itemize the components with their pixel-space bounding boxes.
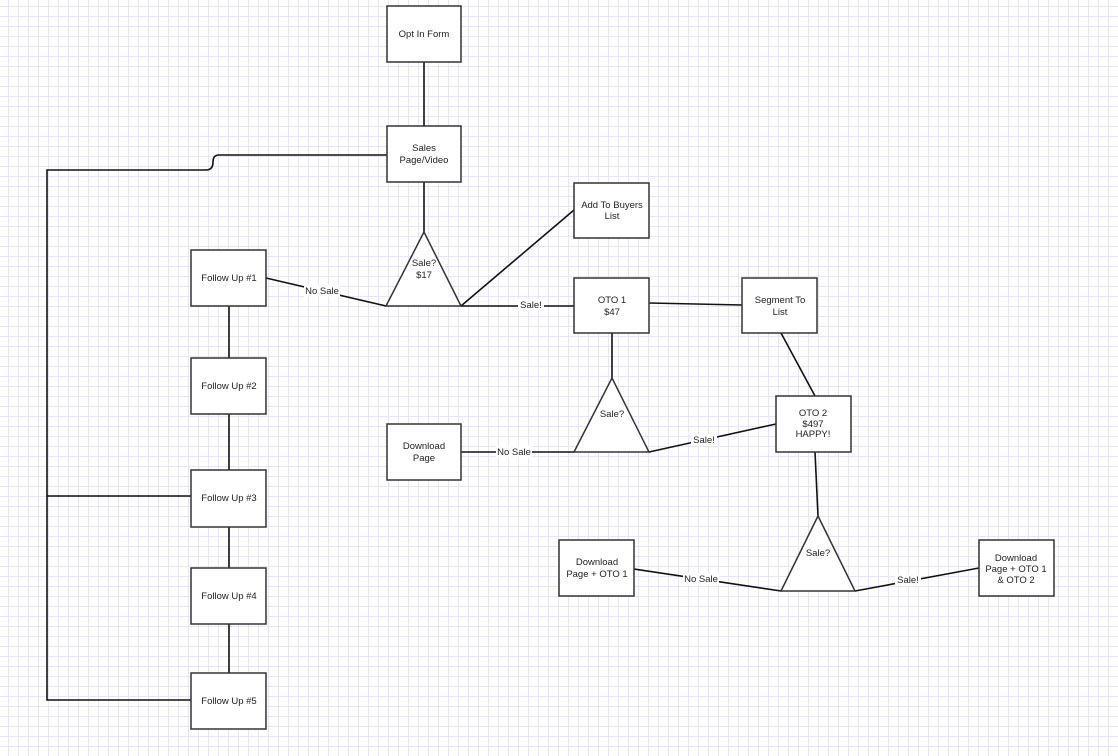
svg-text:$47: $47 — [604, 307, 620, 318]
svg-text:Page/Video: Page/Video — [400, 155, 449, 166]
svg-text:OTO 2: OTO 2 — [799, 408, 827, 419]
node-follow-up-3[interactable]: Follow Up #3 — [190, 469, 267, 528]
svg-text:Page + OTO 1: Page + OTO 1 — [566, 569, 627, 580]
edge-oto2-decision3 — [814, 451, 819, 517]
node-follow-up-4[interactable]: Follow Up #4 — [190, 567, 267, 625]
edge-label-sale: Sale! — [693, 435, 715, 446]
svg-text:OTO 1: OTO 1 — [598, 295, 626, 306]
node-follow-up-5[interactable]: Follow Up #5 — [190, 672, 267, 730]
svg-text:Sale?: Sale? — [806, 548, 830, 559]
svg-text:Sale?: Sale? — [412, 258, 436, 269]
connectors — [46, 62, 980, 701]
edge-label-no-sale: No Sale — [684, 574, 718, 585]
svg-text:List: List — [773, 307, 788, 318]
svg-text:Page + OTO 1: Page + OTO 1 — [985, 564, 1046, 575]
svg-text:Follow Up #3: Follow Up #3 — [201, 493, 256, 504]
svg-text:& OTO 2: & OTO 2 — [997, 575, 1034, 586]
edge-label-no-sale: No Sale — [305, 286, 339, 297]
svg-text:Follow Up #4: Follow Up #4 — [201, 591, 256, 602]
edge-label-no-sale: No Sale — [497, 447, 531, 458]
svg-text:Opt In Form: Opt In Form — [399, 29, 450, 40]
svg-text:Follow Up #5: Follow Up #5 — [201, 696, 256, 707]
svg-text:Add To Buyers: Add To Buyers — [581, 200, 643, 211]
edge-labels: No Sale Sale! No Sale Sale! No Sale Sale… — [304, 285, 921, 586]
svg-text:Sales: Sales — [412, 143, 436, 154]
svg-text:Segment To: Segment To — [755, 295, 806, 306]
node-oto1[interactable]: OTO 1$47 — [573, 277, 650, 334]
svg-text:HAPPY!: HAPPY! — [796, 429, 831, 440]
svg-text:Page: Page — [413, 453, 435, 464]
svg-text:Follow Up #2: Follow Up #2 — [201, 381, 256, 392]
node-follow-up-1[interactable]: Follow Up #1 — [190, 249, 267, 307]
edge-decision1-buyers — [460, 209, 575, 307]
node-decision-sale-oto2[interactable]: Sale? — [779, 514, 857, 592]
svg-text:$497: $497 — [802, 419, 823, 430]
edge-segment-oto2 — [780, 332, 816, 397]
svg-text:List: List — [605, 211, 620, 222]
edge-oto1-segment — [648, 302, 743, 306]
node-follow-up-2[interactable]: Follow Up #2 — [190, 357, 267, 415]
edge-sales-followups — [46, 154, 387, 701]
edge-label-sale: Sale! — [520, 300, 542, 311]
node-decision-sale-oto1[interactable]: Sale? — [572, 376, 651, 453]
svg-text:$17: $17 — [416, 270, 432, 281]
svg-text:Sale?: Sale? — [600, 409, 624, 420]
svg-text:Download: Download — [403, 441, 445, 452]
svg-text:Download: Download — [995, 553, 1037, 564]
svg-text:Follow Up #1: Follow Up #1 — [201, 273, 256, 284]
svg-text:Download: Download — [576, 557, 618, 568]
node-opt-in-form[interactable]: Opt In Form — [386, 5, 462, 63]
node-decision-sale-17[interactable]: Sale?$17 — [384, 230, 463, 307]
edge-label-sale: Sale! — [897, 575, 919, 586]
